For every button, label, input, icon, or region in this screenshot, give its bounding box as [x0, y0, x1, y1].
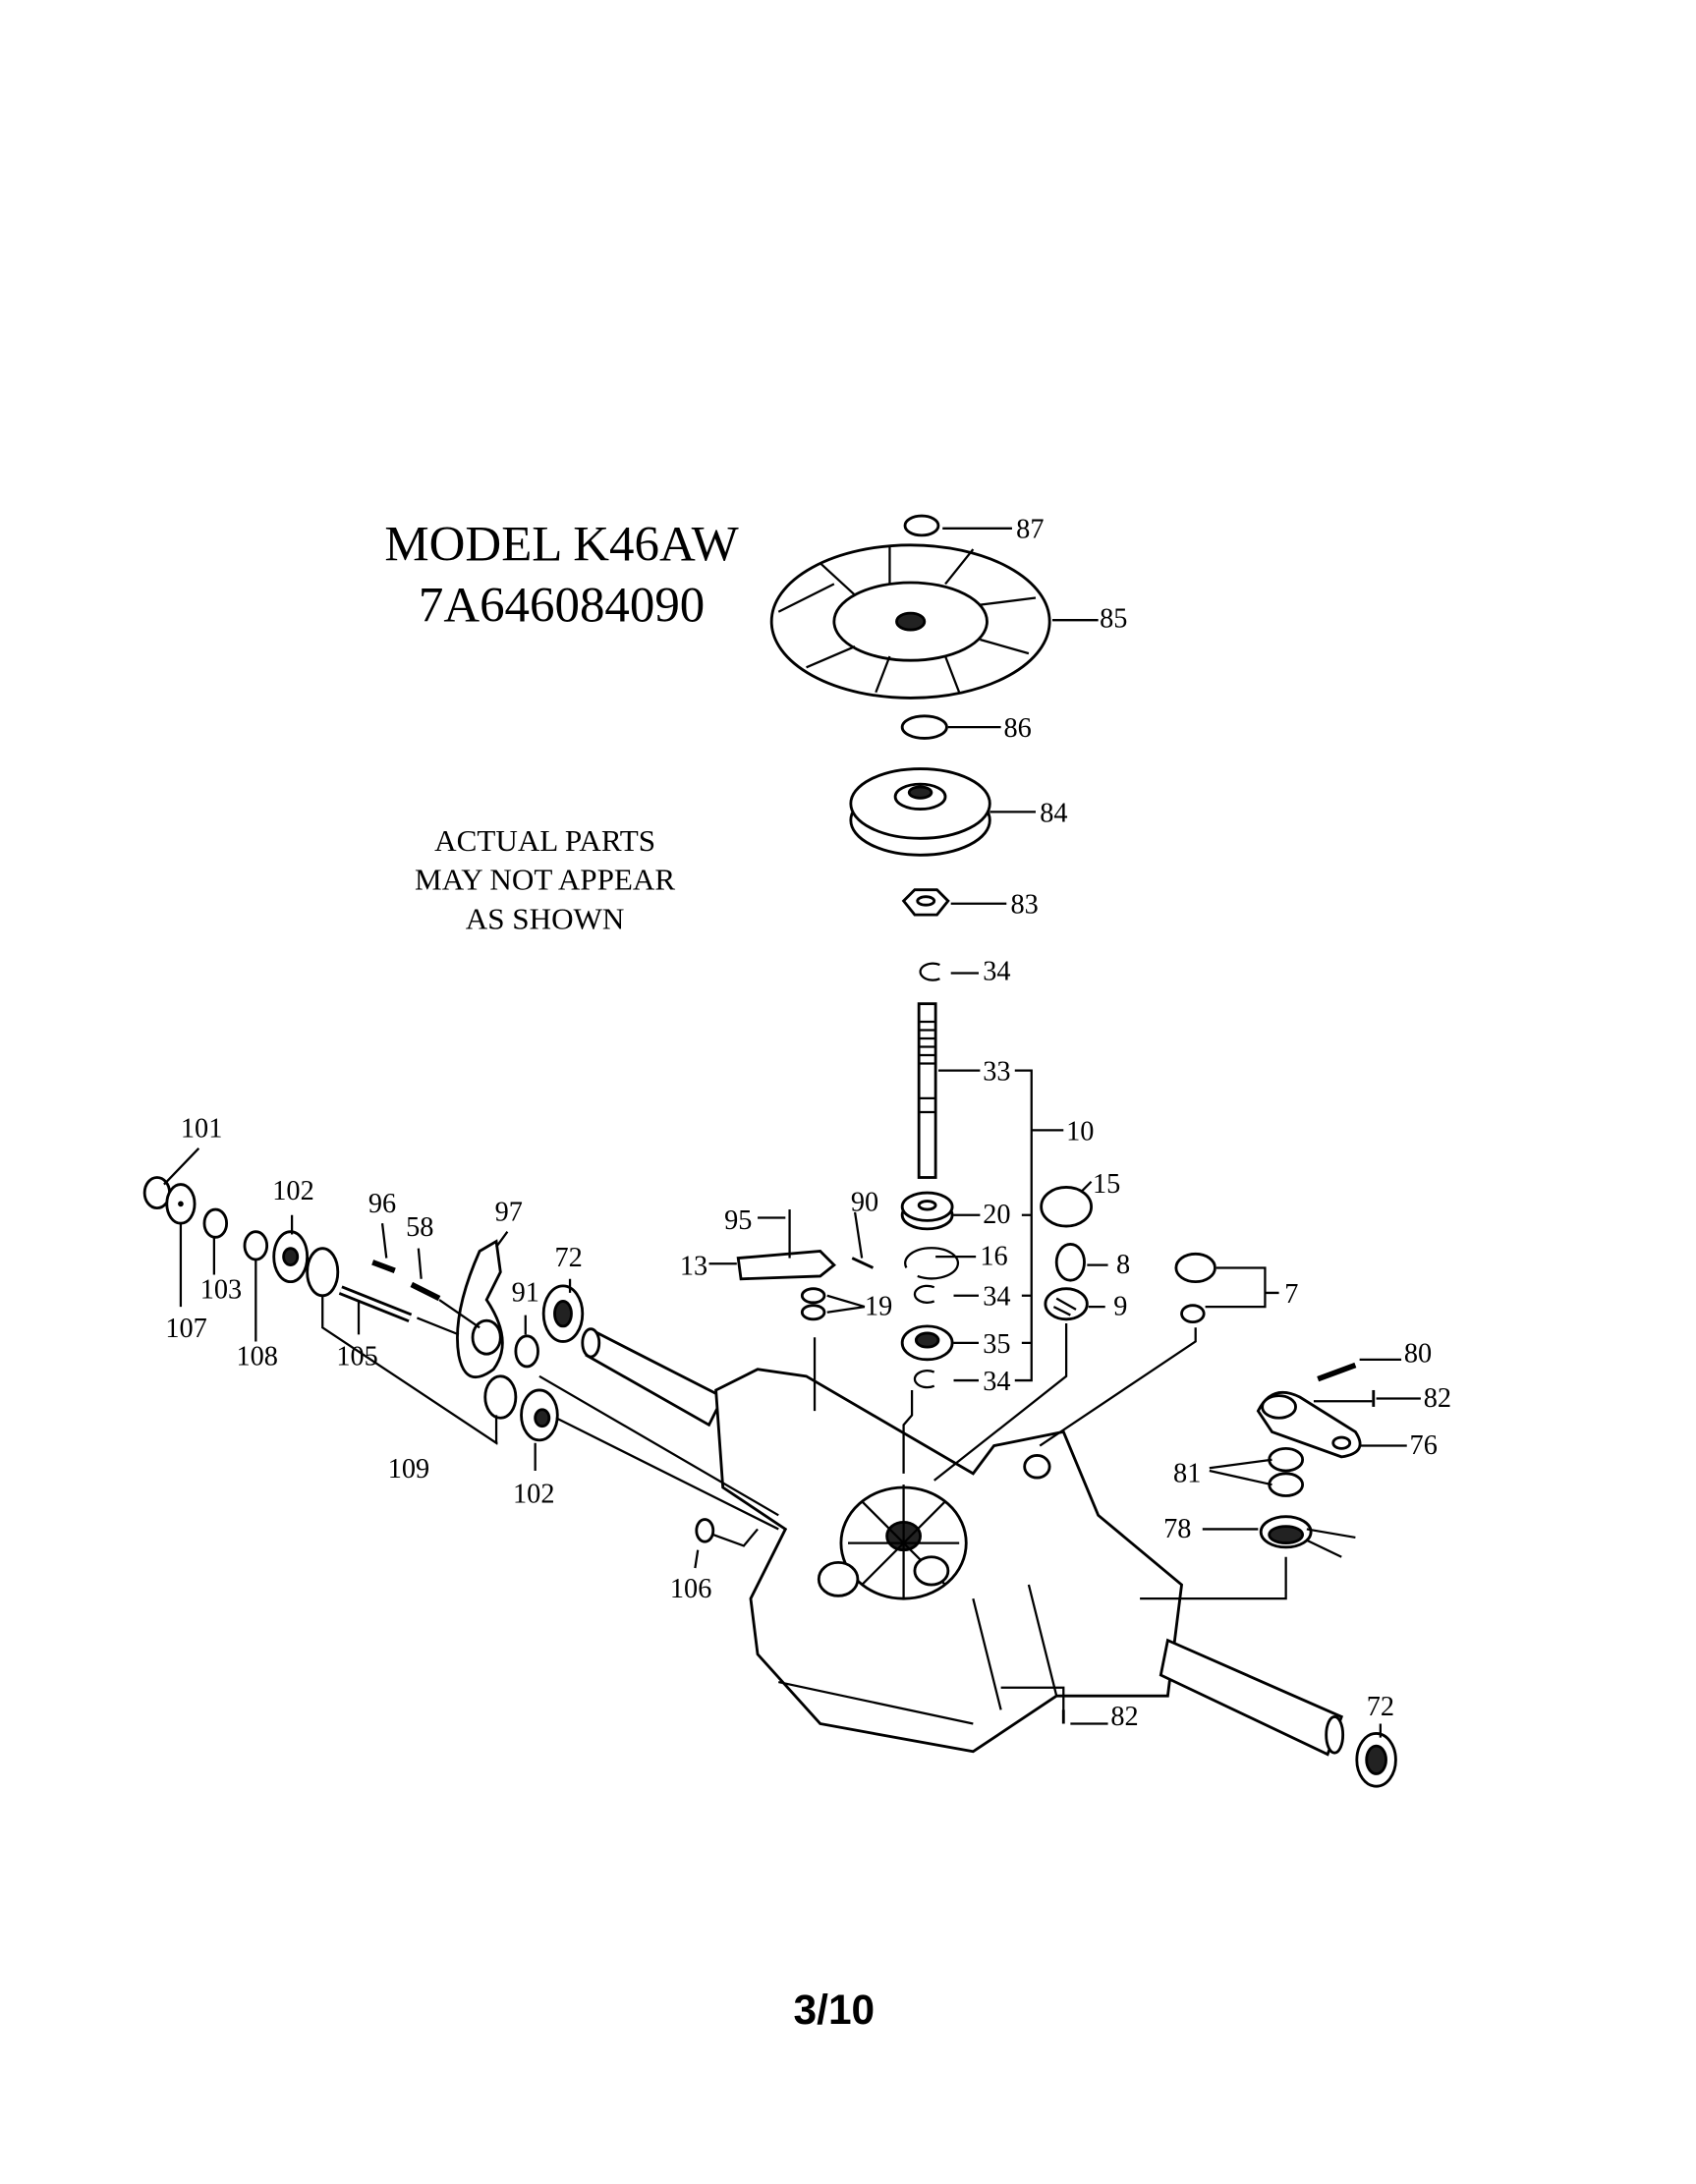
callout-76: 76 [1410, 1430, 1438, 1461]
callout-13: 13 [680, 1252, 707, 1282]
callout-58: 58 [406, 1212, 433, 1243]
shift-arm-13 [736, 1209, 875, 1281]
washer-107 [165, 1183, 197, 1225]
callout-82-lower: 82 [1110, 1702, 1138, 1732]
o-ring-8 [1054, 1243, 1086, 1282]
seal-91 [514, 1334, 539, 1369]
seal-72-right [1355, 1731, 1397, 1788]
callout-96: 96 [368, 1189, 396, 1219]
ball-bearing-35 [900, 1324, 954, 1362]
callout-85: 85 [1100, 603, 1127, 634]
spring-78 [1259, 1515, 1356, 1558]
snap-ring-34-bottom [913, 1370, 935, 1389]
callout-72-right: 72 [1367, 1692, 1394, 1722]
retaining-ring-16 [904, 1247, 960, 1280]
callout-97: 97 [495, 1197, 523, 1227]
plug-106 [695, 1518, 715, 1543]
cooling-fan-85 [769, 543, 1051, 700]
callout-80: 80 [1404, 1339, 1432, 1370]
callout-102-right: 102 [513, 1480, 554, 1510]
axle-right [1159, 1638, 1345, 1757]
callout-19: 19 [865, 1292, 892, 1322]
model-title: MODEL K46AW [384, 517, 738, 572]
retaining-ring-87 [903, 514, 940, 537]
callout-107: 107 [165, 1314, 206, 1344]
callout-83: 83 [1011, 890, 1039, 921]
callout-109: 109 [388, 1454, 429, 1484]
o-rings-81 [1268, 1446, 1305, 1497]
callout-33: 33 [983, 1056, 1010, 1087]
callout-82-upper: 82 [1424, 1383, 1451, 1414]
washer-86 [900, 714, 948, 740]
callout-90: 90 [851, 1187, 878, 1217]
stud-105 [338, 1285, 413, 1322]
callout-87: 87 [1016, 515, 1044, 545]
snap-ring-34-top [919, 962, 940, 981]
callout-102-left: 102 [272, 1176, 313, 1206]
hex-nut-83 [901, 888, 950, 917]
leader-lines [163, 527, 1421, 1738]
note-line-3: AS SHOWN [466, 901, 625, 935]
axle-left [581, 1327, 725, 1428]
callout-81: 81 [1173, 1458, 1201, 1488]
callout-91: 91 [512, 1277, 539, 1308]
callout-labels: 87 85 86 84 83 34 33 10 20 15 16 8 34 9 … [165, 515, 1451, 1732]
friction-washer-102-left [272, 1230, 310, 1284]
callout-34-bottom: 34 [983, 1367, 1010, 1397]
callout-101: 101 [181, 1113, 222, 1144]
control-arm-97 [456, 1239, 504, 1379]
seal-72-left [541, 1284, 585, 1343]
callout-95: 95 [724, 1205, 752, 1236]
valve-7 [1174, 1252, 1216, 1324]
callout-78: 78 [1163, 1514, 1191, 1544]
callout-103: 103 [200, 1275, 242, 1306]
callout-106: 106 [670, 1574, 711, 1604]
note-line-2: MAY NOT APPEAR [415, 863, 675, 897]
callout-7: 7 [1284, 1279, 1298, 1310]
note-line-1: ACTUAL PARTS [434, 823, 655, 858]
snap-ring-34-mid [913, 1284, 935, 1304]
callout-86: 86 [1003, 713, 1031, 744]
callout-16: 16 [980, 1242, 1007, 1272]
bypass-arm-76 [1256, 1390, 1362, 1459]
callout-108: 108 [237, 1341, 278, 1372]
part-number: 7A646084090 [419, 579, 705, 634]
callout-15: 15 [1093, 1169, 1120, 1200]
callout-105: 105 [336, 1341, 377, 1372]
callout-8: 8 [1116, 1250, 1130, 1280]
o-rings-19 [800, 1287, 826, 1321]
page-number: 3/10 [794, 1987, 876, 2033]
washer-109-left [306, 1247, 340, 1298]
callout-34-top: 34 [983, 957, 1010, 987]
callout-9: 9 [1113, 1292, 1127, 1322]
filter-9 [1044, 1287, 1089, 1321]
pin-96 [371, 1260, 396, 1273]
callout-72-left: 72 [554, 1243, 582, 1273]
spacer-108 [243, 1230, 269, 1261]
callout-34-mid: 34 [983, 1282, 1010, 1313]
pin-80 [1317, 1362, 1357, 1382]
bearing-20 [900, 1191, 954, 1231]
callout-20: 20 [983, 1200, 1010, 1230]
pin-58 [410, 1281, 441, 1302]
callout-10: 10 [1066, 1116, 1094, 1147]
input-shaft-33 [917, 1002, 937, 1179]
pulley-84 [849, 767, 991, 857]
friction-washer-102-right [520, 1388, 559, 1442]
callout-84: 84 [1040, 798, 1067, 828]
washer-109-right [483, 1374, 518, 1420]
cap-15 [1040, 1185, 1093, 1228]
callout-35: 35 [983, 1329, 1010, 1360]
spring-103 [202, 1207, 229, 1239]
transaxle-housing [714, 1368, 1184, 1754]
